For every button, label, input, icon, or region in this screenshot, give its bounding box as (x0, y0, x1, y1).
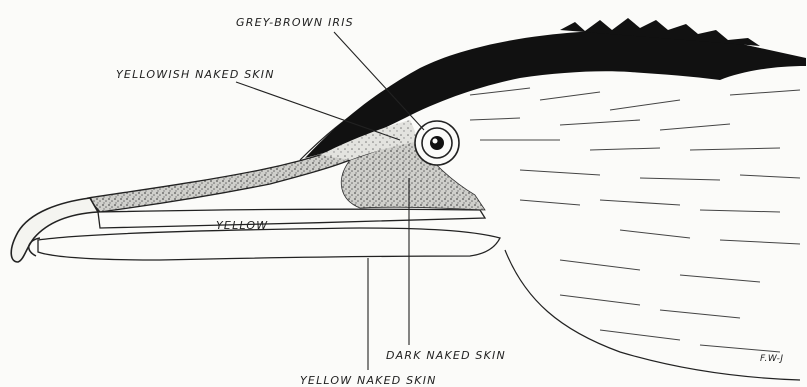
bill-lower (98, 209, 485, 228)
label-grey-brown-iris: GREY-BROWN IRIS (236, 16, 354, 29)
label-dark-naked-skin: DARK NAKED SKIN (386, 349, 506, 362)
label-yellow-naked-skin: YELLOW NAKED SKIN (300, 374, 437, 387)
label-yellow-bill: YELLOW (216, 219, 268, 232)
label-yellowish-naked-skin: YELLOWISH NAKED SKIN (116, 68, 275, 81)
bill-lower-mandible (38, 228, 500, 260)
artist-signature: F.W-J (760, 354, 783, 364)
bill-upper (88, 152, 350, 212)
feather-hatching (470, 88, 800, 352)
